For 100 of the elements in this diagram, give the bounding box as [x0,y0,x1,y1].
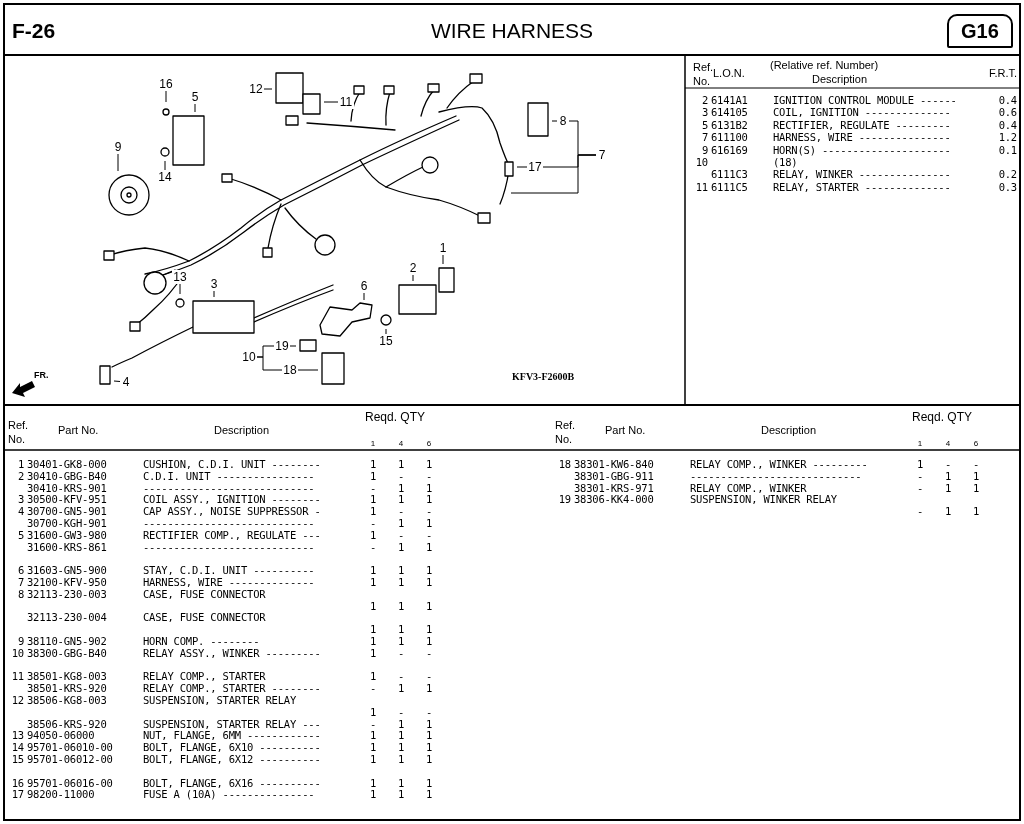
ref-number: 9 [701,144,708,156]
quantity: 1 [369,494,377,505]
part-description: HARNESS, WIRE --------------- [773,132,951,143]
quantity: - [425,647,433,659]
quantity: 1 [425,730,433,741]
quantity: 1 [369,730,377,741]
callout-number: 16 [158,77,174,91]
ref-number: 9 [17,636,24,647]
part-number: 95701-06010-00 [27,742,113,753]
leader-line [412,274,414,282]
quantity: 1 [972,506,980,517]
part-number: 95701-06016-00 [27,777,113,789]
part-description: STAY, C.D.I. UNIT ---------- [143,565,315,576]
leader-line [516,166,528,168]
ref-number: 4 [17,506,24,517]
leader-line [194,103,196,113]
quantity: - [369,518,377,529]
quantity: - [369,718,377,730]
part-number: 38501-KG8-003 [27,671,107,682]
quantity: - [916,506,924,517]
part-description: COIL, IGNITION -------------- [773,107,951,118]
leader-line [297,369,319,371]
callout-number: 10 [241,350,257,364]
ref-number: 13 [11,730,24,741]
part-description: CASE, FUSE CONNECTOR [143,612,266,623]
quantity: 1 [425,624,433,635]
part-number: 31600-GW3-980 [27,529,107,541]
ref-number: 11 [11,671,24,682]
quantity: - [397,529,405,541]
quantity: 1 [397,777,405,789]
column-header: 1 [370,440,376,448]
flat-rate-time: 0.2 [998,169,1017,180]
column-header: 6 [973,440,979,448]
ref-number: 15 [11,754,24,765]
quantity: 1 [425,789,433,800]
figure-number: F-26 [12,20,56,41]
direction-label: FR. [34,371,49,380]
part-description: NUT, FLANGE, 6MM ------------ [143,730,321,741]
quantity: 1 [397,730,405,741]
quantity: 1 [425,777,433,789]
part-number: 38110-GN5-902 [27,636,107,647]
quantity: - [425,506,433,517]
part-description: RELAY, WINKER --------------- [773,169,951,180]
callout-number: 9 [112,140,124,154]
callout-number: 17 [527,160,543,174]
flat-rate-time: 0.1 [998,144,1017,156]
leader-line [117,153,119,172]
column-header: Part No. [605,425,646,436]
ref-number: 19 [558,494,571,505]
quantity: - [972,459,980,470]
part-description: CAP ASSY., NOISE SUPPRESSOR - [143,506,321,517]
quantity: 1 [425,577,433,588]
column-header: Reqd. QTY [912,411,973,423]
ref-number: 7 [701,132,708,143]
ref-number: 2 [701,95,708,106]
quantity: 1 [397,600,405,612]
quantity: 1 [425,518,433,529]
part-description: RECTIFIER, REGULATE --------- [773,119,951,131]
part-number: 32113-230-003 [27,588,107,600]
ref-number: 14 [11,742,24,753]
ref-number: 1 [17,459,24,470]
column-header: F.R.T. [988,68,1017,79]
quantity: 1 [369,459,377,470]
column-header: Description [761,425,817,436]
quantity: 1 [369,636,377,647]
quantity: 1 [369,647,377,659]
quantity: - [916,470,924,482]
ref-number: 2 [17,470,24,482]
part-description: ---------------------------- [143,518,315,529]
part-description: BOLT, FLANGE, 6X10 ---------- [143,742,321,753]
column-header: 4 [398,440,404,448]
callout-number: 4 [120,375,132,389]
quantity: - [369,683,377,694]
part-number: 31603-GN5-900 [27,565,107,576]
leader-line [323,101,339,103]
quantity: 1 [425,541,433,553]
flat-rate-time: 0.6 [998,107,1017,118]
part-number: 94050-06000 [27,730,95,741]
part-description: RELAY, STARTER -------------- [773,181,951,193]
column-header: 1 [917,440,923,448]
quantity: - [369,482,377,494]
flat-rate-time: 0.4 [998,119,1017,131]
quantity: - [397,647,405,659]
column-header: Ref. No. [555,418,577,446]
part-number: 95701-06012-00 [27,754,113,765]
quantity: - [944,459,952,470]
lon-code: 6111C3 [711,169,748,180]
part-description: HARNESS, WIRE -------------- [143,577,315,588]
part-description: IGNITION CONTROL MODULE ------ [773,95,957,106]
lon-code: 616169 [711,144,748,156]
part-number: 38506-KG8-003 [27,695,107,706]
quantity: 1 [397,789,405,800]
callout-number: 1 [437,241,449,255]
quantity: 1 [369,624,377,635]
part-number: 30700-KGH-901 [27,518,107,529]
ref-number: 6 [17,565,24,576]
ref-number: 5 [17,529,24,541]
quantity: - [916,482,924,494]
quantity: - [425,706,433,718]
quantity: 1 [397,494,405,505]
